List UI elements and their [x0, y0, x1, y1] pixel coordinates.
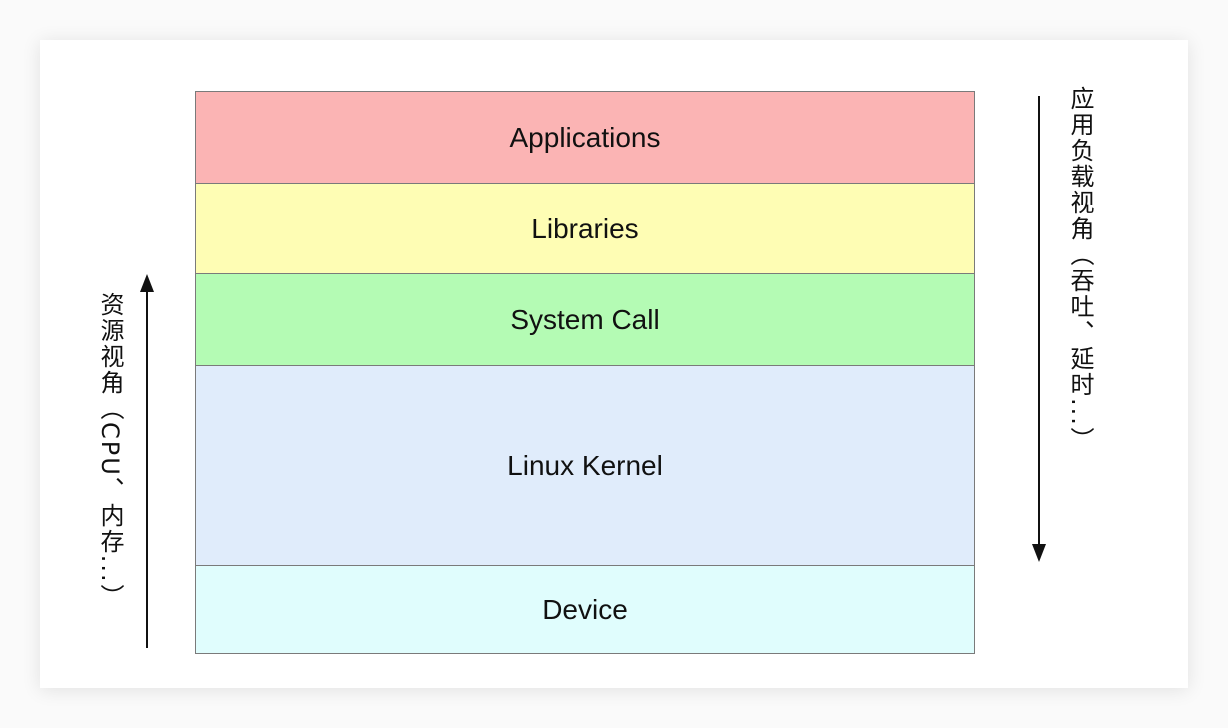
layer-label-libraries: Libraries [531, 212, 639, 244]
layer-applications: Applications [196, 92, 974, 184]
layer-libraries: Libraries [196, 184, 974, 274]
layer-device: Device [196, 566, 974, 653]
layer-label-linux-kernel: Linux Kernel [507, 449, 663, 481]
layer-label-applications: Applications [509, 121, 661, 153]
up-arrow-icon [140, 274, 154, 648]
layer-label-device: Device [542, 593, 628, 625]
layer-label-system-call: System Call [510, 303, 660, 335]
layer-stack: Applications Libraries System Call Linux… [195, 91, 975, 654]
resource-perspective-label: 资源视角（CPU、内存...） [96, 292, 124, 610]
layer-linux-kernel: Linux Kernel [196, 366, 974, 566]
application-perspective-label: 应用负载视角（吞吐、延时...） [1066, 86, 1094, 453]
down-arrow-icon [1032, 96, 1046, 562]
layer-system-call: System Call [196, 274, 974, 366]
